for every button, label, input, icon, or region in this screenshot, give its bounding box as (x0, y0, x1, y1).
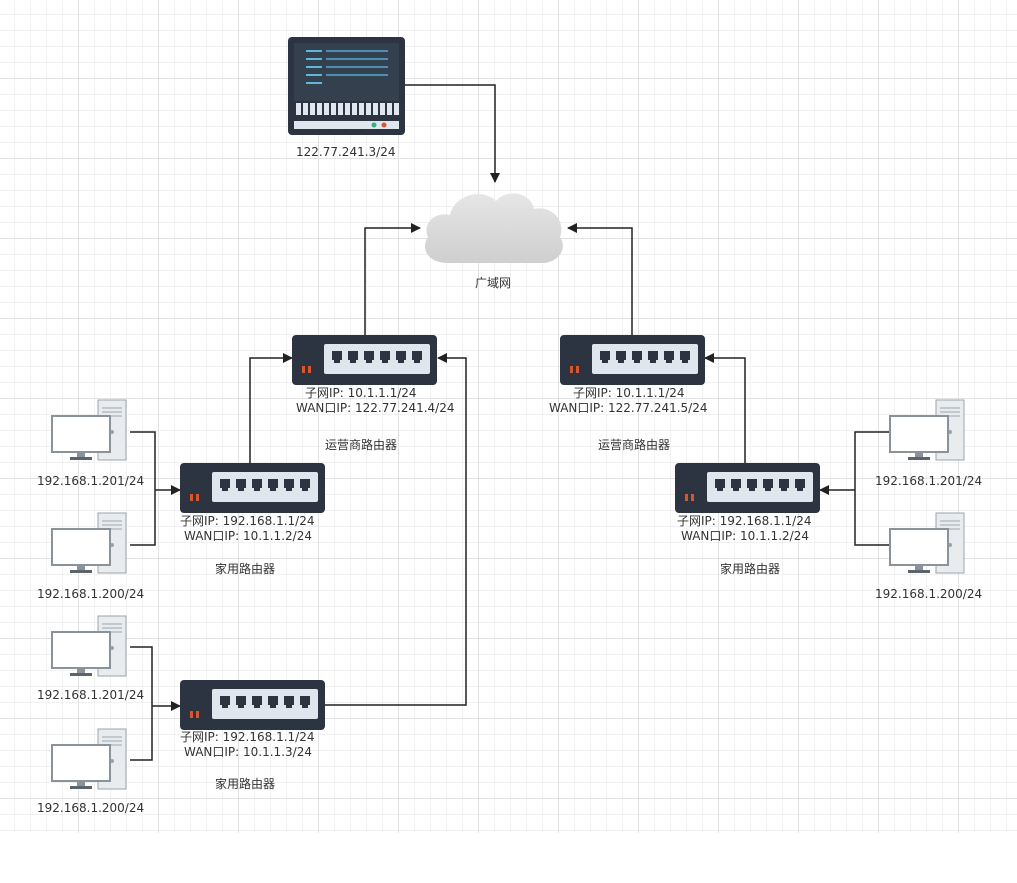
link-pc-lb2 (130, 706, 153, 761)
link-isp-left-cloud (364, 223, 421, 335)
router-icon (292, 335, 437, 385)
isp-left-name: 运营商路由器 (325, 438, 398, 452)
server-ip-label: 122.77.241.3/24 (296, 145, 396, 159)
home-lt-wan: WAN口IP: 10.1.1.2/24 (184, 529, 312, 543)
link-pc-lt2 (130, 490, 156, 546)
link-home-r-isp (704, 353, 746, 463)
wan-cloud-label: 广域网 (474, 276, 512, 290)
home-lt-name: 家用路由器 (215, 562, 276, 576)
router-icon (180, 463, 325, 513)
isp-left-subnet: 子网IP: 10.1.1.1/24 (305, 386, 417, 400)
link-pc-lt1 (130, 431, 156, 490)
isp-right-wan: WAN口IP: 122.77.241.5/24 (549, 401, 708, 415)
home-lb-name: 家用路由器 (215, 777, 276, 791)
server-icon (288, 37, 405, 135)
link-server-cloud (405, 84, 500, 183)
pc-lt2-ip: 192.168.1.200/24 (37, 587, 145, 601)
isp-right-subnet: 子网IP: 10.1.1.1/24 (573, 386, 685, 400)
home-lt-subnet: 子网IP: 192.168.1.1/24 (180, 514, 315, 528)
isp-right-name: 运营商路由器 (598, 438, 671, 452)
computer-icon (51, 728, 127, 790)
router-icon (560, 335, 705, 385)
pc-r2-ip: 192.168.1.200/24 (875, 587, 983, 601)
home-r-wan: WAN口IP: 10.1.1.2/24 (681, 529, 809, 543)
link-pc-r1 (854, 431, 892, 490)
cloud-icon (424, 193, 563, 263)
pc-lt1-ip: 192.168.1.201/24 (37, 474, 145, 488)
link-isp-right-cloud (567, 223, 633, 335)
link-pc-lb1 (130, 646, 153, 706)
home-lb-subnet: 子网IP: 192.168.1.1/24 (180, 730, 315, 744)
home-r-subnet: 子网IP: 192.168.1.1/24 (677, 514, 812, 528)
isp-left-wan: WAN口IP: 122.77.241.4/24 (296, 401, 455, 415)
router-icon (675, 463, 820, 513)
computer-icon (889, 512, 965, 574)
diagram-canvas: 122.77.241.3/24 广域网 子网IP: 10.1.1.1/24 WA… (0, 0, 1017, 833)
pc-lb2-ip: 192.168.1.200/24 (37, 801, 145, 815)
router-icon (180, 680, 325, 730)
pc-lb1-ip: 192.168.1.201/24 (37, 688, 145, 702)
link-home-lb-isp (325, 353, 467, 706)
link-pc-r2 (854, 490, 892, 546)
home-lb-wan: WAN口IP: 10.1.1.3/24 (184, 745, 312, 759)
computer-icon (51, 615, 127, 677)
link-home-lt-isp (249, 353, 293, 463)
pc-r1-ip: 192.168.1.201/24 (875, 474, 983, 488)
home-r-name: 家用路由器 (720, 562, 781, 576)
computer-icon (51, 399, 127, 461)
computer-icon (51, 512, 127, 574)
connection-lines (130, 84, 892, 761)
computer-icon (889, 399, 965, 461)
